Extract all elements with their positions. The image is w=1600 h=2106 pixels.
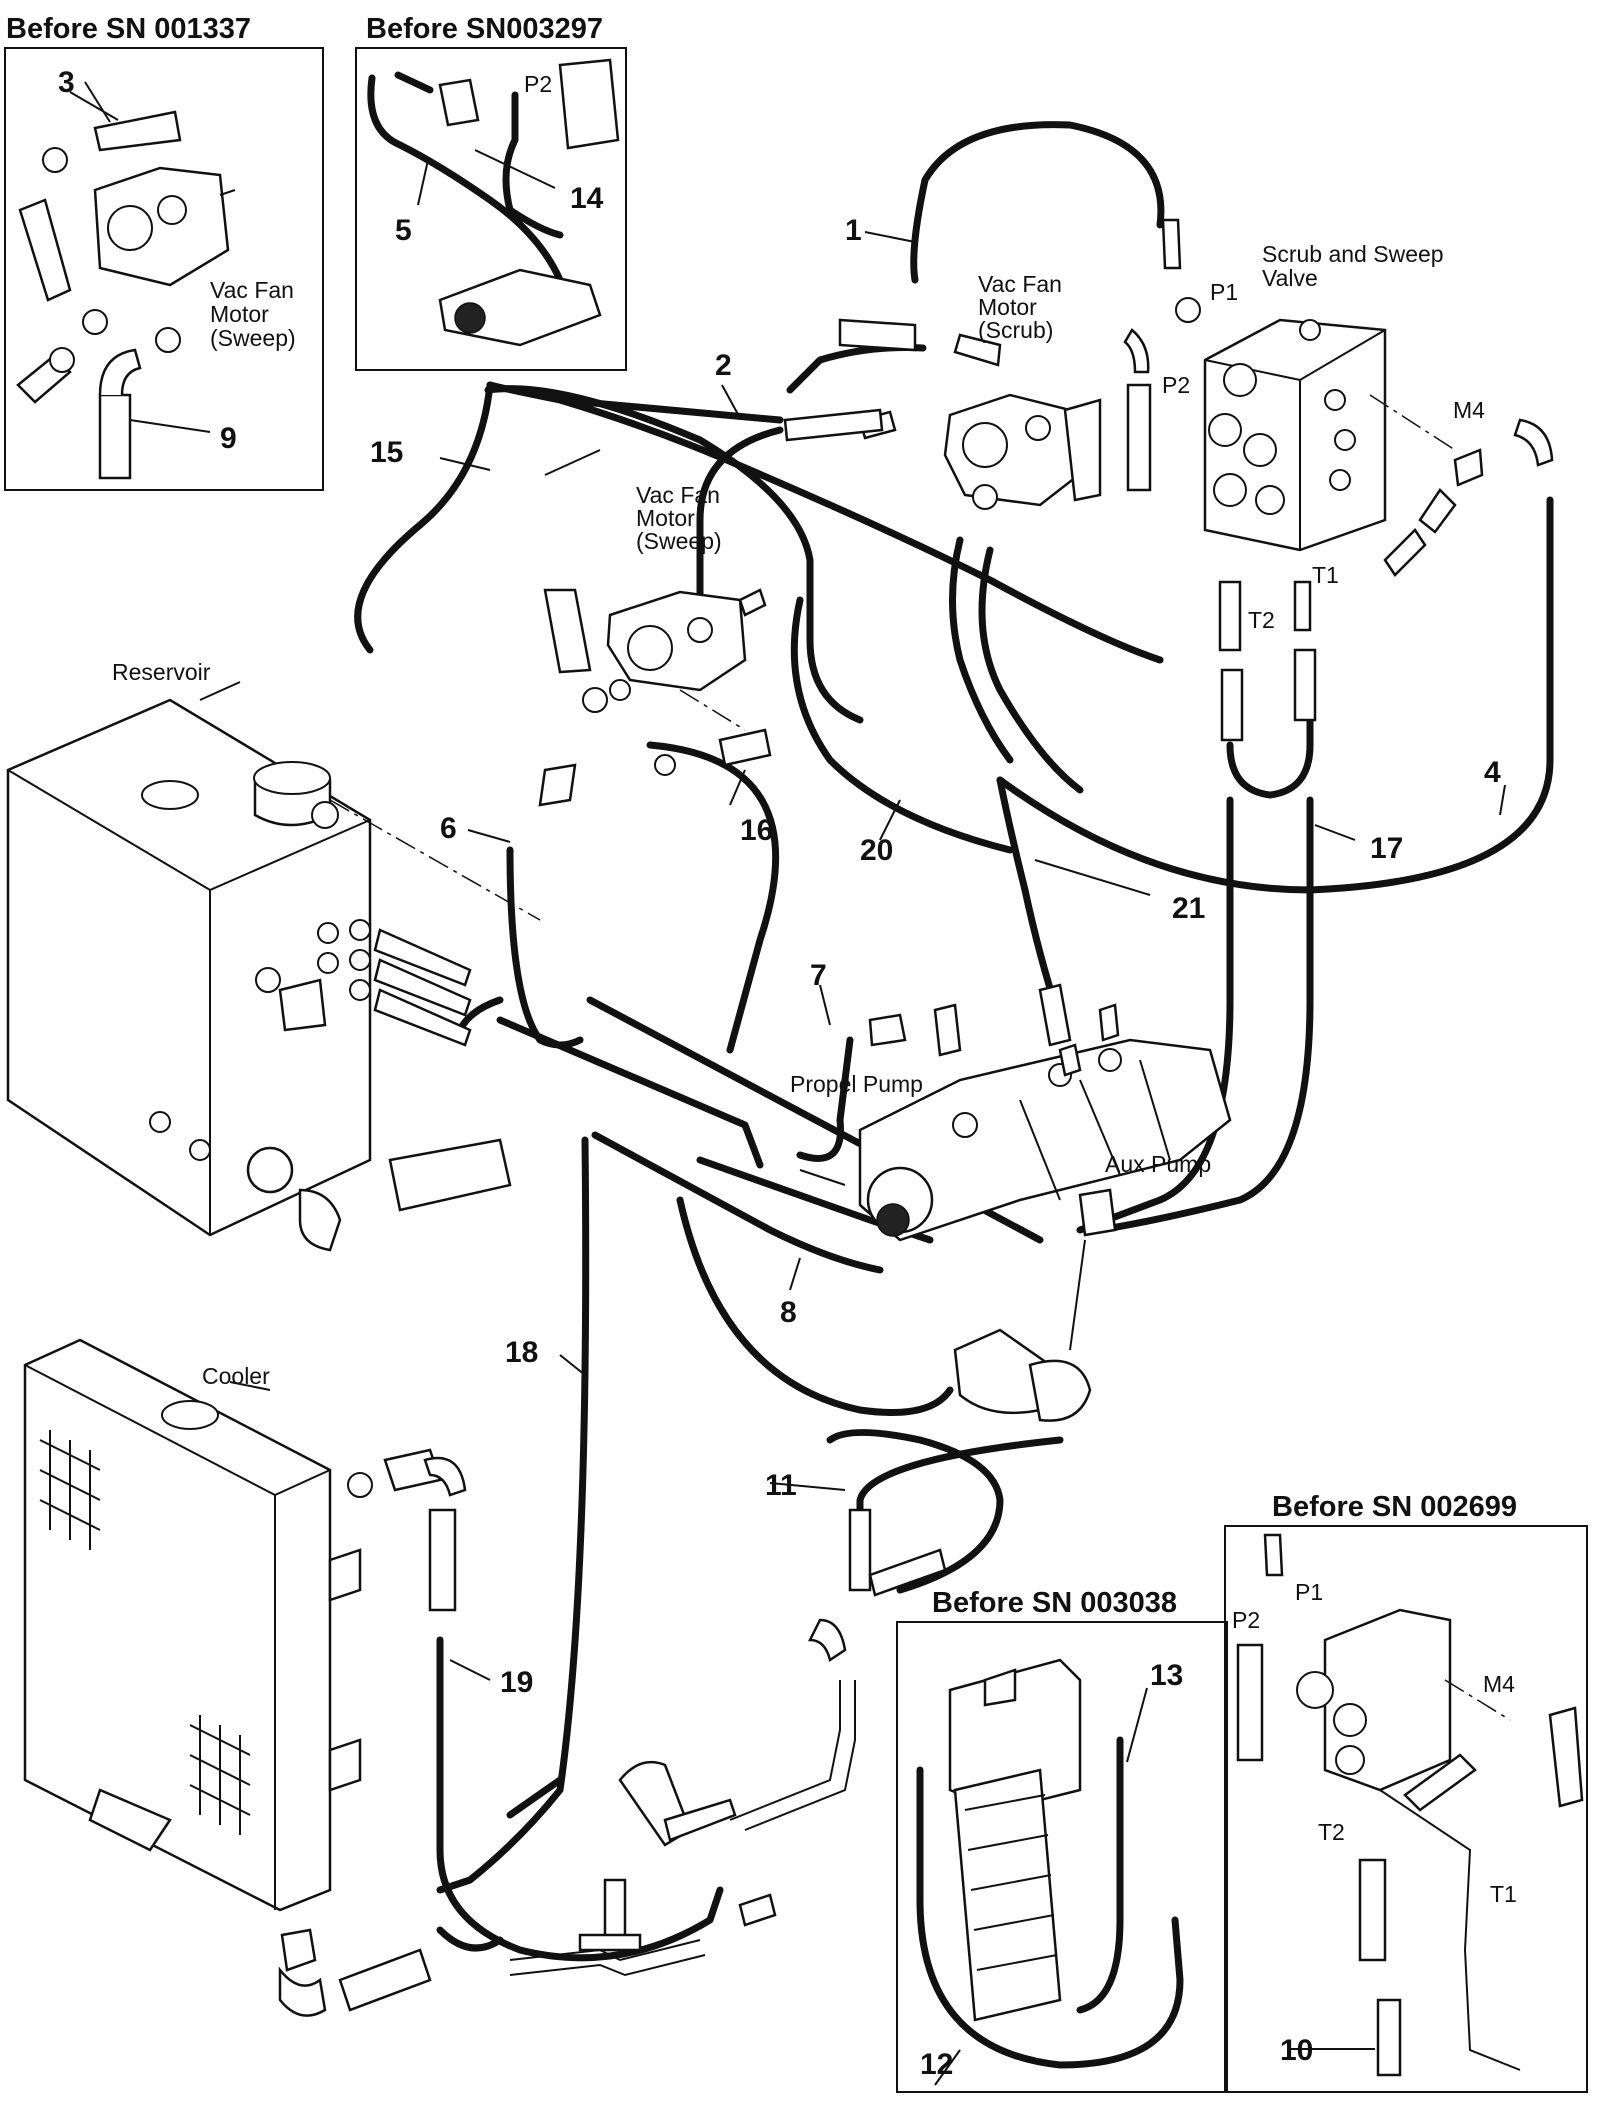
svg-text:(Sweep): (Sweep) xyxy=(636,528,722,554)
cooler-label: Cooler xyxy=(202,1363,270,1389)
callout-1: 1 xyxy=(845,214,862,247)
callout-12: 12 xyxy=(920,2048,953,2081)
callout-5: 5 xyxy=(395,214,412,247)
valve-label: Scrub and Sweep xyxy=(1262,241,1444,267)
inset-port-m4: M4 xyxy=(1483,1671,1515,1697)
hose-14-inset xyxy=(502,91,564,239)
inset-port-p2: P2 xyxy=(1232,1607,1260,1633)
inset-frame xyxy=(355,47,627,371)
callout-18: 18 xyxy=(505,1336,538,1369)
callout-9: 9 xyxy=(220,422,237,455)
callout-19: 19 xyxy=(500,1666,533,1699)
inset-sn003038: Before SN 003038 13 12 xyxy=(896,1587,1228,2093)
hose-13-inset xyxy=(1076,1736,1124,2014)
vac-fan-motor-sweep: Vac Fan Motor (Sweep) xyxy=(538,449,772,807)
inset-title: Before SN 001337 xyxy=(6,13,251,45)
hose-5-inset xyxy=(367,74,564,284)
callout-6: 6 xyxy=(440,812,457,845)
callout-11: 11 xyxy=(765,1469,797,1502)
port-p2: P2 xyxy=(1162,372,1190,398)
hose-19 xyxy=(436,1636,724,1962)
port-t2: T2 xyxy=(1248,607,1275,633)
inset-port-p1: P1 xyxy=(1295,1579,1323,1605)
callouts: 1 2 4 6 7 8 11 15 16 17 18 19 20 21 xyxy=(370,214,1501,1699)
inset-frame xyxy=(4,47,324,491)
aux-pump-label: Aux Pump xyxy=(1105,1151,1211,1177)
svg-text:(Scrub): (Scrub) xyxy=(978,317,1053,343)
cooler-inset xyxy=(953,1768,1062,2022)
cooler: Cooler xyxy=(23,1338,467,2017)
inset-frame xyxy=(896,1621,1228,2093)
lower-plumbing xyxy=(509,1482,947,1977)
port-t1: T1 xyxy=(1312,562,1339,588)
vac-fan-scrub-label: Vac Fan xyxy=(978,271,1062,297)
callout-14: 14 xyxy=(570,182,604,215)
vac-fan-sweep-label: Vac Fan xyxy=(636,482,720,508)
svg-text:Valve: Valve xyxy=(1262,265,1318,291)
inset-title: Before SN 002699 xyxy=(1272,1491,1517,1523)
inset-sn001337: Before SN 001337 3 9 Vac Fan Motor (Swee… xyxy=(4,13,324,491)
propel-pump-label: Propel Pump xyxy=(790,1071,923,1097)
callout-3: 3 xyxy=(58,66,75,99)
hose-2 xyxy=(696,426,784,624)
port-m4: M4 xyxy=(1453,397,1485,423)
reservoir-inset xyxy=(948,1658,1082,1812)
svg-text:(Sweep): (Sweep) xyxy=(210,325,296,351)
callout-2: 2 xyxy=(715,349,732,382)
reservoir: Reservoir xyxy=(6,659,541,1252)
hose-12-inset xyxy=(916,1766,1184,2069)
reservoir-label: Reservoir xyxy=(112,659,211,685)
hose-9-inset xyxy=(98,393,132,480)
hose-6 xyxy=(506,846,584,1049)
callout-4: 4 xyxy=(1484,756,1501,789)
valve-block-inset xyxy=(558,58,620,150)
hose-10-inset xyxy=(1376,1998,1402,2077)
callout-16: 16 xyxy=(740,814,773,847)
hose-21 xyxy=(996,776,1064,1024)
hoses xyxy=(354,121,1554,1962)
hose-18 xyxy=(436,1136,590,1894)
callout-10: 10 xyxy=(1280,2034,1313,2067)
inset-sn002699: Before SN 002699 P1 P2 M4 T2 T1 10 xyxy=(1224,1491,1588,2093)
callout-7: 7 xyxy=(810,959,827,992)
hose-3-inset xyxy=(93,110,182,152)
hose-4 xyxy=(996,496,1554,894)
vac-fan-motor-scrub: Vac Fan Motor (Scrub) xyxy=(783,271,1102,510)
vac-fan-motor-inset xyxy=(93,166,230,287)
inset-port-t1: T1 xyxy=(1490,1881,1517,1907)
callout-leaders xyxy=(439,231,1506,1681)
inset-port-t2: T2 xyxy=(1318,1819,1345,1845)
svg-text:Motor: Motor xyxy=(210,301,269,327)
port-p1: P1 xyxy=(1210,279,1238,305)
vac-fan-label: Vac Fan xyxy=(210,277,294,303)
scrub-sweep-valve: Scrub and Sweep Valve P1 P2 M4 T1 T2 xyxy=(1123,218,1554,742)
callout-15: 15 xyxy=(370,436,403,469)
callout-8: 8 xyxy=(780,1296,797,1329)
hose-17 xyxy=(1226,696,1314,799)
svg-text:Motor: Motor xyxy=(978,294,1037,320)
callout-21: 21 xyxy=(1172,892,1205,925)
inset-title: Before SN003297 xyxy=(366,13,603,45)
callout-20: 20 xyxy=(860,834,893,867)
hose-11 xyxy=(856,1436,1064,1524)
hose-1 xyxy=(910,121,1165,284)
pump-assembly: Propel Pump Aux Pump xyxy=(790,983,1232,1422)
hose-16 xyxy=(646,741,780,1054)
valve-inset xyxy=(1323,1608,1452,1792)
inset-frame xyxy=(1224,1525,1588,2093)
inset-title: Before SN 003038 xyxy=(932,1587,1177,1619)
svg-text:Motor: Motor xyxy=(636,505,695,531)
hose-20 xyxy=(790,596,1014,854)
callout-17: 17 xyxy=(1370,832,1403,865)
callout-13: 13 xyxy=(1150,1659,1183,1692)
inset-sn003297: Before SN003297 P2 14 5 xyxy=(355,13,627,371)
port-p2-inset: P2 xyxy=(524,71,552,97)
